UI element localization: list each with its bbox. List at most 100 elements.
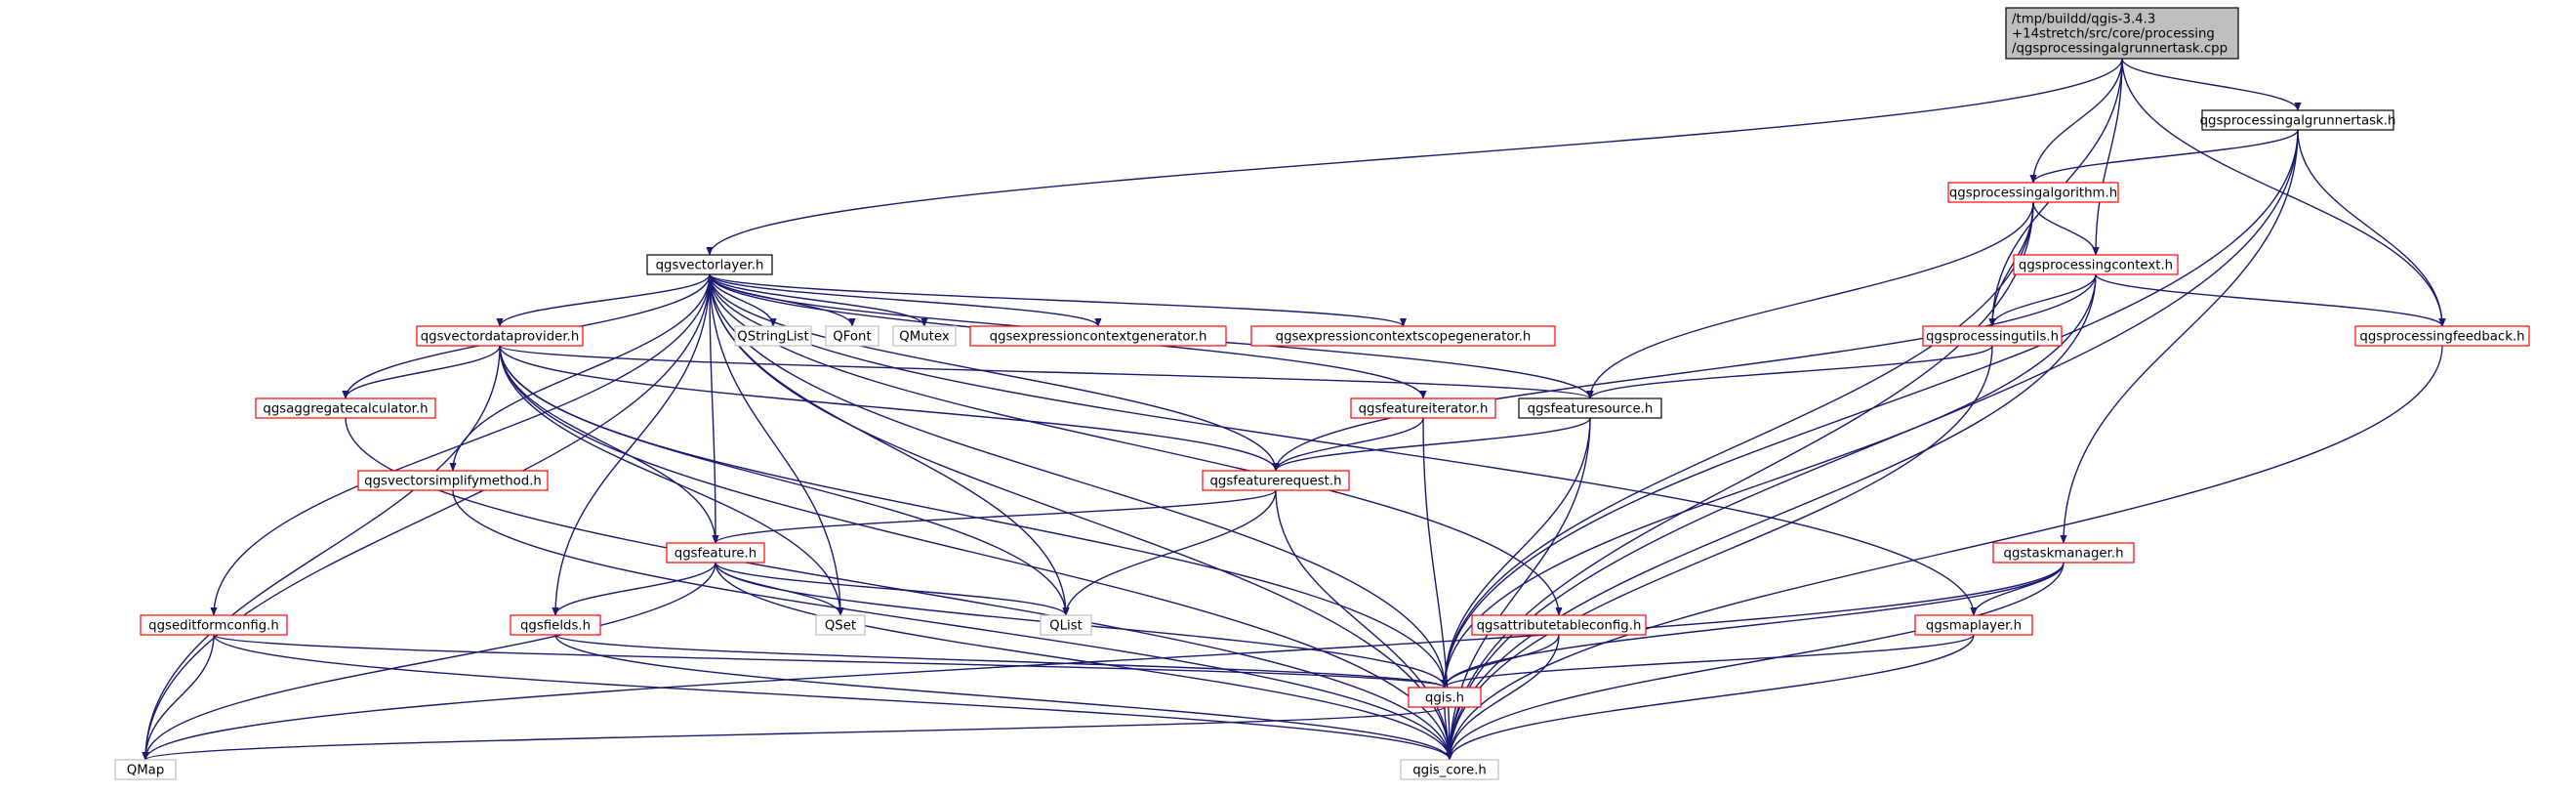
edge-qgsfeaturerequest_h-to-qgis_core_h xyxy=(1275,489,1453,761)
node-label: qgsfeaturesource.h xyxy=(1528,402,1654,417)
edge-qgsfeatureiterator_h-to-qgis_core_h xyxy=(1422,417,1453,761)
node-qgsfeaturesource-h[interactable]: qgsfeaturesource.h xyxy=(1518,397,1662,419)
node-qgsmaplayer-h[interactable]: qgsmaplayer.h xyxy=(1914,614,2033,636)
node-label: qgsprocessingcontext.h xyxy=(2019,259,2173,273)
node-root[interactable]: /tmp/buildd/qgis-3.4.3+14stretch/src/cor… xyxy=(2005,7,2239,60)
edge-qgsvectorsimplifymethod_h-to-qgis_core_h xyxy=(452,489,1453,761)
node-label: qgsvectordataprovider.h xyxy=(421,330,580,345)
node-qgsvectorlayer-h[interactable]: qgsvectorlayer.h xyxy=(646,254,773,275)
node-box xyxy=(666,542,765,564)
node-qgsprocessingalgorithm-h[interactable]: qgsprocessingalgorithm.h xyxy=(1947,182,2119,203)
edge-qgsfeature_h-to-qgis_core_h xyxy=(715,562,1453,761)
node-box xyxy=(1914,614,2033,636)
node-box xyxy=(1947,182,2119,203)
edge-qgsmaplayer_h-to-qgis_h xyxy=(1441,634,1975,689)
edge-qgsvectordataprovider_h-to-qgsfeaturerequest_h xyxy=(499,345,1280,472)
edge-qgsfields_h-to-qgis_core_h xyxy=(554,634,1453,761)
node-box xyxy=(1922,325,2063,347)
node-qgsprocessingfeedback-h[interactable]: qgsprocessingfeedback.h xyxy=(2354,325,2530,347)
edge-qgsvectorlayer_h-to-qgsvectordataprovider_h xyxy=(496,273,711,327)
node-QFont: QFont xyxy=(825,325,879,347)
node-box xyxy=(1471,614,1647,636)
node-label: qgsfeaturerequest.h xyxy=(1209,475,1341,489)
edge-qgsfeaturerequest_h-to-QList xyxy=(1062,489,1277,616)
node-box xyxy=(510,614,601,636)
edges-layer xyxy=(142,58,2446,761)
edge-qgsprocessingcontext_h-to-qgsfeaturerequest_h xyxy=(1272,273,2097,472)
edge-qgsvectordataprovider_h-to-qgis_h xyxy=(499,345,1449,689)
edge-qgsprocessingalgrunnertask_h-to-qgstaskmanager_h xyxy=(2060,129,2299,544)
node-label: qgis_core.h xyxy=(1412,764,1487,778)
node-box xyxy=(1518,397,1662,419)
edge-qgsprocessingfeedback_h-to-qgis_core_h xyxy=(1446,345,2443,761)
node-label: qgsexpressioncontextscopegenerator.h xyxy=(1276,330,1532,345)
node-box xyxy=(1408,687,1482,708)
edge-qgstaskmanager_h-to-QMap xyxy=(142,562,2065,761)
node-qgsaggregatecalculator-h[interactable]: qgsaggregatecalculator.h xyxy=(255,397,436,419)
node-box xyxy=(140,614,288,636)
node-box xyxy=(1250,325,1556,347)
node-label: qgsaggregatecalculator.h xyxy=(263,402,428,417)
node-label: qgsprocessingfeedback.h xyxy=(2359,330,2524,345)
node-label: qgis.h xyxy=(1425,691,1464,706)
node-label: qgsfeature.h xyxy=(675,547,756,562)
node-box xyxy=(646,254,773,275)
node-label: qgseditformconfig.h xyxy=(148,619,279,634)
node-label: qgsvectorsimplifymethod.h xyxy=(364,475,542,489)
edge-qgsprocessingalgorithm_h-to-qgsfeaturesource_h xyxy=(1586,201,2034,399)
edge-qgsfeaturesource_h-to-qgis_core_h xyxy=(1446,417,1591,761)
edge-qgsfeaturesource_h-to-qgsfeaturerequest_h xyxy=(1272,417,1591,472)
edge-qgsprocessingalgrunnertask_h-to-qgsprocessingalgorithm_h xyxy=(2029,129,2299,184)
node-qgsexpressioncontextgenerator-h[interactable]: qgsexpressioncontextgenerator.h xyxy=(969,325,1227,347)
node-box xyxy=(2354,325,2530,347)
node-qgsfeatureiterator-h[interactable]: qgsfeatureiterator.h xyxy=(1350,397,1496,419)
node-qgsprocessingcontext-h[interactable]: qgsprocessingcontext.h xyxy=(2013,254,2179,275)
node-qgsfields-h[interactable]: qgsfields.h xyxy=(510,614,601,636)
node-label: qgsmaplayer.h xyxy=(1926,619,2022,634)
edge-qgstaskmanager_h-to-qgis_h xyxy=(1441,562,2065,689)
node-QStringList: QStringList xyxy=(734,325,812,347)
node-box xyxy=(1992,542,2135,564)
node-qgsprocessingutils-h[interactable]: qgsprocessingutils.h xyxy=(1922,325,2063,347)
edge-qgsvectordataprovider_h-to-qgsfeaturesource_h xyxy=(499,345,1594,399)
node-box xyxy=(1350,397,1496,419)
node-qgsexpressioncontextscopegenerator-h[interactable]: qgsexpressioncontextscopegenerator.h xyxy=(1250,325,1556,347)
edge-qgsprocessingalgrunnertask_h-to-qgsprocessingfeedback_h xyxy=(2297,129,2446,327)
node-label: /tmp/buildd/qgis-3.4.3 xyxy=(2012,13,2155,27)
node-qgseditformconfig-h[interactable]: qgseditformconfig.h xyxy=(140,614,288,636)
edge-qgsfeaturerequest_h-to-qgsfeature_h xyxy=(712,489,1277,544)
node-qgsattributetableconfig-h[interactable]: qgsattributetableconfig.h xyxy=(1471,614,1647,636)
nodes-layer: /tmp/buildd/qgis-3.4.3+14stretch/src/cor… xyxy=(114,7,2530,780)
node-box xyxy=(2201,109,2394,131)
node-label: /qgsprocessingalgrunnertask.cpp xyxy=(2012,42,2228,57)
edge-qgstaskmanager_h-to-qgis_core_h xyxy=(1446,562,2065,761)
edge-qgsvectorlayer_h-to-qgsexpressioncontextgenerator_h xyxy=(709,273,1102,327)
edge-qgsvectorlayer_h-to-qgsfields_h xyxy=(552,273,711,616)
node-qgsfeaturerequest-h[interactable]: qgsfeaturerequest.h xyxy=(1202,470,1350,491)
node-label: qgstaskmanager.h xyxy=(2004,547,2124,562)
edge-root-to-qgsprocessingfeedback_h xyxy=(2121,58,2446,327)
node-label: qgsprocessingalgrunnertask.h xyxy=(2200,114,2396,129)
node-qgsprocessingalgrunnertask-h[interactable]: qgsprocessingalgrunnertask.h xyxy=(2200,109,2396,131)
node-qgsvectorsimplifymethod-h[interactable]: qgsvectorsimplifymethod.h xyxy=(357,470,549,491)
edge-qgsmaplayer_h-to-qgis_core_h xyxy=(1446,634,1975,761)
node-label: QStringList xyxy=(737,330,808,345)
node-qgsvectordataprovider-h[interactable]: qgsvectordataprovider.h xyxy=(416,325,584,347)
edge-qgsfeature_h-to-QList xyxy=(715,562,1070,616)
node-QList: QList xyxy=(1040,614,1092,636)
edge-qgsvectordataprovider_h-to-qgsaggregatecalculator_h xyxy=(342,345,501,399)
node-box xyxy=(255,397,436,419)
edge-qgsvectorlayer_h-to-qgis_h xyxy=(709,273,1449,689)
node-box xyxy=(1040,614,1092,636)
node-label: QFont xyxy=(833,330,871,345)
edge-qgsfeatureiterator_h-to-qgsfeaturerequest_h xyxy=(1272,417,1424,472)
node-qgstaskmanager-h[interactable]: qgstaskmanager.h xyxy=(1992,542,2135,564)
node-qgis-h[interactable]: qgis.h xyxy=(1408,687,1482,708)
node-box xyxy=(892,325,957,347)
edge-qgsvectorlayer_h-to-QStringList xyxy=(709,273,777,327)
edge-qgsprocessingalgorithm_h-to-qgis_h xyxy=(1441,201,2034,689)
edge-root-to-qgsprocessingalgrunnertask_h xyxy=(2121,58,2302,111)
edge-qgsprocessingutils_h-to-qgsfeaturesource_h xyxy=(1586,345,1993,399)
node-box xyxy=(2005,7,2239,60)
node-qgsfeature-h[interactable]: qgsfeature.h xyxy=(666,542,765,564)
